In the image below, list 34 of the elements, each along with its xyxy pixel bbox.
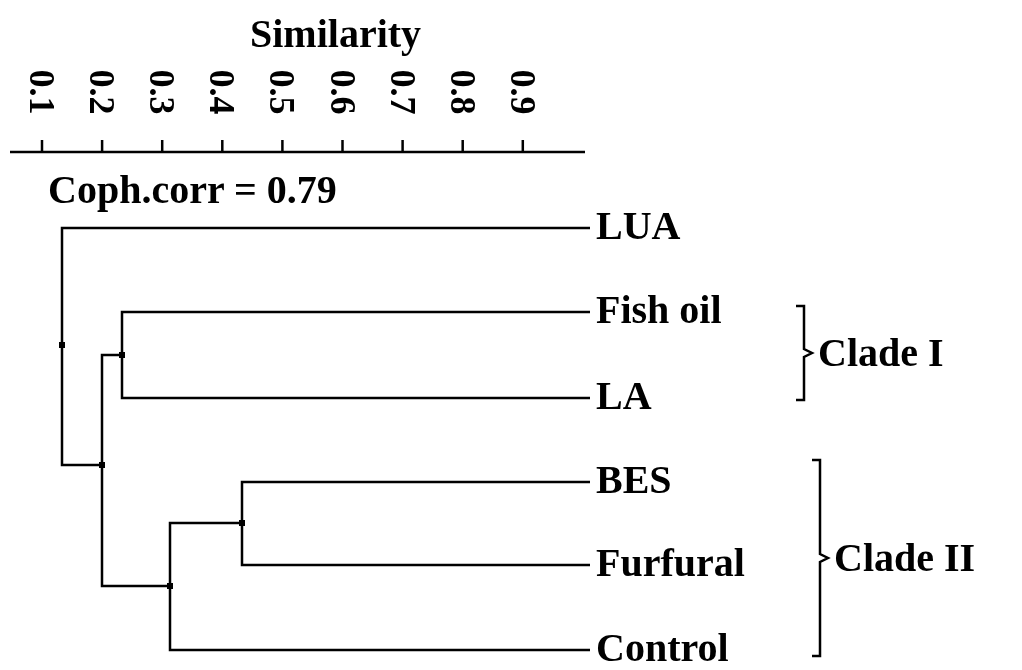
leaf-label: Control — [590, 628, 729, 668]
dendrogram-branch — [240, 523, 590, 567]
leaf-label: BES — [590, 460, 672, 500]
leaf-label: LUA — [590, 206, 681, 246]
dendrogram-branch — [100, 465, 170, 588]
branch-point — [59, 342, 65, 348]
dendrogram-branch — [120, 310, 590, 355]
axis-title: Similarity — [250, 14, 422, 54]
branch-point — [239, 520, 245, 526]
tick-label: 0.7 — [384, 68, 421, 117]
leaf-label: LA — [590, 376, 652, 416]
leaf-label: Furfural — [590, 543, 745, 583]
group-label: Clade I — [818, 333, 944, 373]
dendrogram-branch — [120, 355, 590, 400]
tick-label: 0.6 — [324, 68, 361, 117]
dendrogram-branch — [168, 586, 590, 652]
dendrogram-branch — [100, 353, 122, 465]
tick-label: 0.9 — [504, 68, 541, 117]
leaf-label: Fish oil — [590, 290, 722, 330]
tick-label: 0.1 — [24, 68, 60, 117]
dendrogram-branch — [240, 480, 590, 523]
dendrogram-branch — [168, 521, 242, 586]
tick-label: 0.3 — [144, 68, 181, 117]
tick-label: 0.2 — [84, 68, 121, 117]
tick-label: 0.8 — [444, 68, 481, 117]
branch-point — [99, 462, 105, 468]
group-label: Clade II — [834, 538, 976, 578]
branch-point — [167, 583, 173, 589]
dendrogram-branch — [60, 226, 590, 345]
branch-point — [119, 352, 125, 358]
tick-label: 0.5 — [264, 68, 301, 117]
tick-label: 0.4 — [204, 68, 241, 117]
annotation: Coph.corr = 0.79 — [48, 170, 337, 210]
dendrogram-branch — [60, 345, 102, 467]
